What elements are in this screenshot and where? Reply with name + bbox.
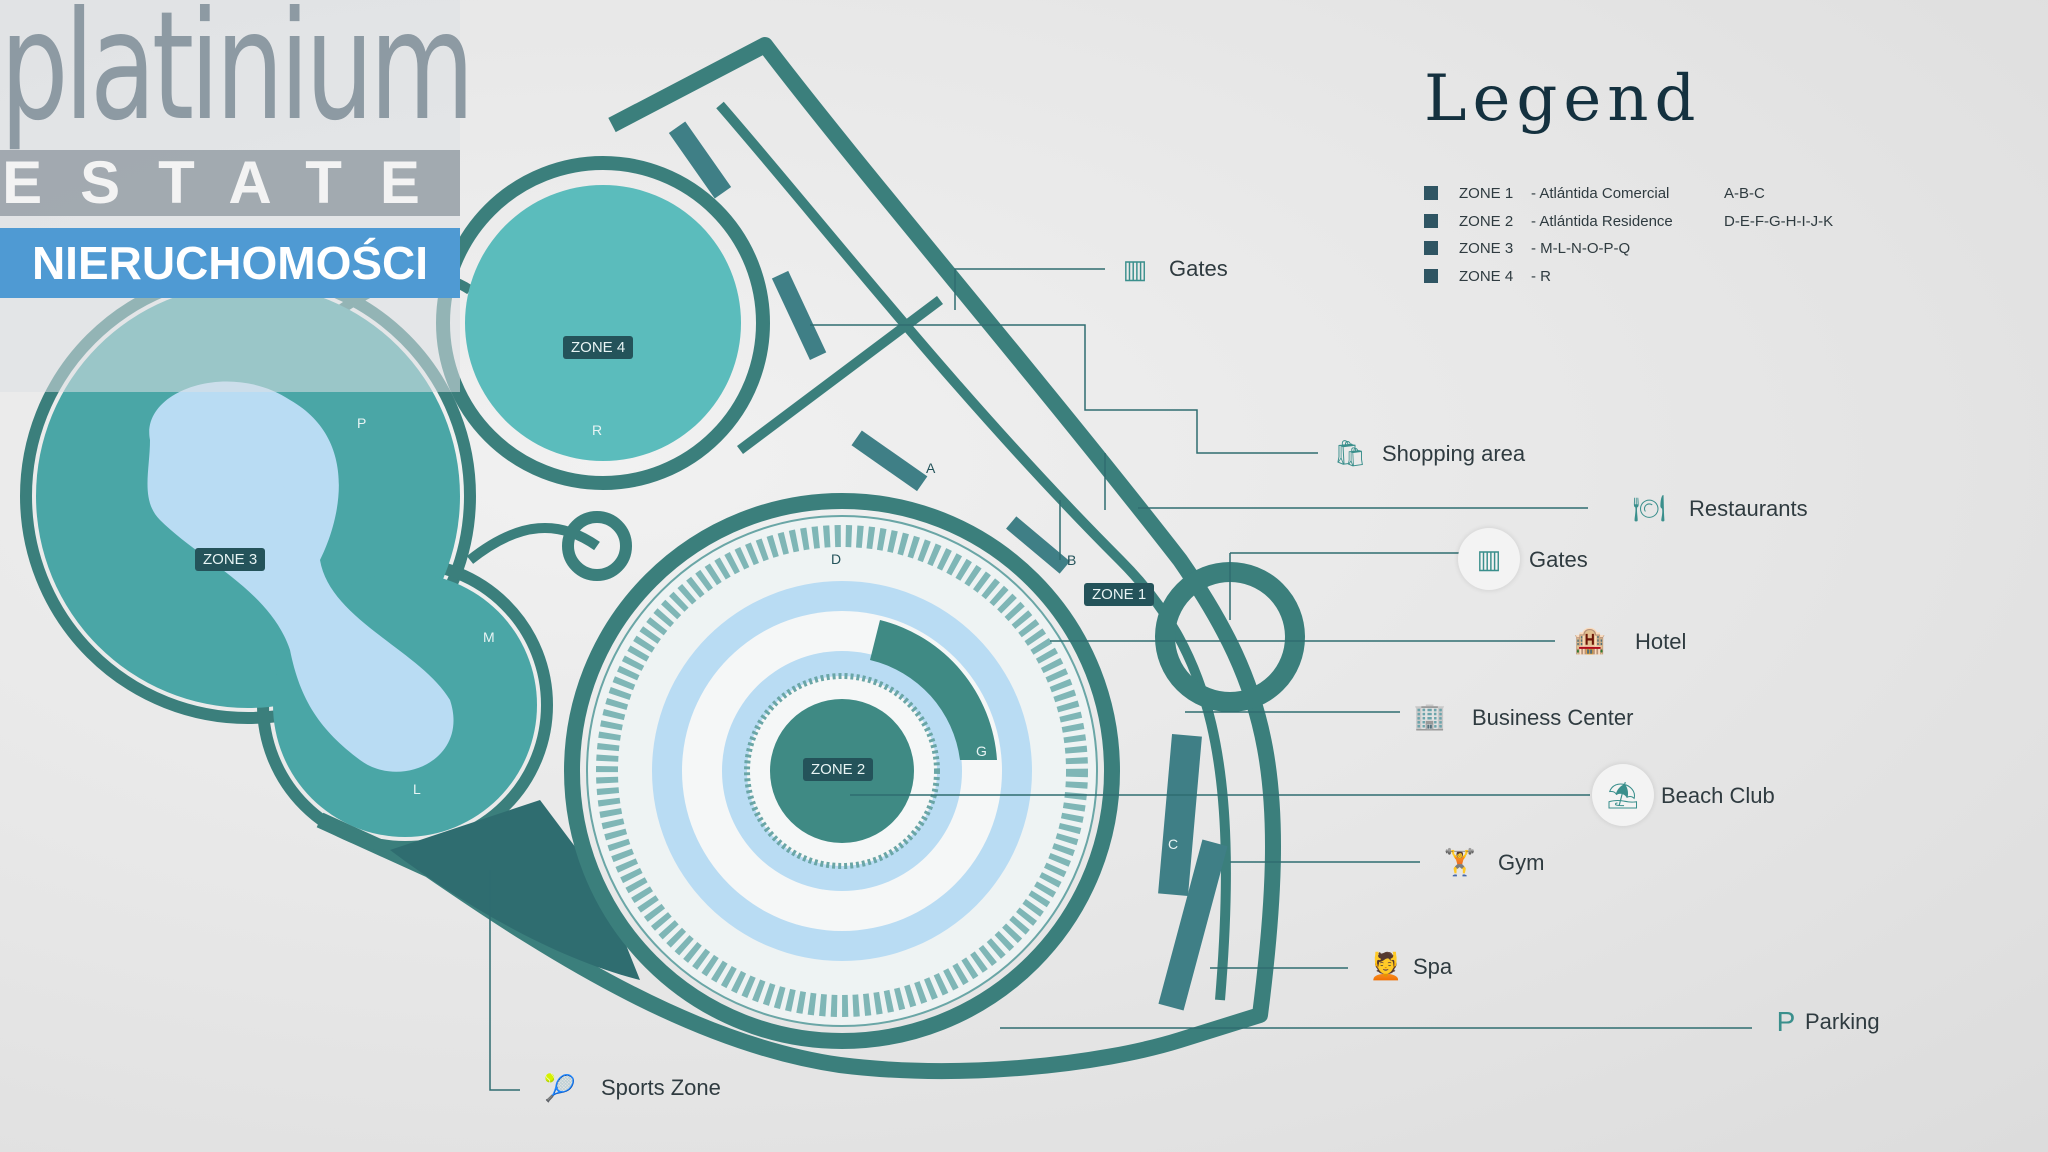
- block-c: C: [1168, 836, 1179, 852]
- shopping-bag-icon: 🛍: [1333, 437, 1367, 468]
- legend-zone: ZONE 3: [1459, 240, 1514, 257]
- zone4-tag: ZONE 4: [563, 336, 634, 359]
- amenity-gym: Gym: [1498, 850, 1545, 875]
- legend-desc: - R: [1531, 268, 1551, 285]
- amenity-business-center: Business Center: [1472, 705, 1634, 730]
- amenity-spa: Spa: [1413, 954, 1453, 979]
- amenity-gates-2: Gates: [1529, 547, 1588, 572]
- dumbbell-icon: 🏋: [1443, 846, 1477, 877]
- beach-umbrella-icon: ⛱: [1592, 764, 1654, 826]
- perimeter-road: [316, 37, 1281, 1079]
- amenity-parking: Parking: [1805, 1009, 1880, 1034]
- roundabout: [562, 511, 632, 581]
- legend-codes: A-B-C: [1724, 185, 1765, 202]
- block-l: L: [413, 781, 421, 797]
- block-g: G: [976, 743, 987, 759]
- zone1-buildings: [668, 121, 1228, 1011]
- legend-codes: D-E-F-G-H-I-J-K: [1724, 213, 1834, 230]
- sports-zone-area: [390, 800, 640, 980]
- legend-swatch: [1424, 214, 1438, 228]
- watermark-brand: platinium: [0, 0, 475, 154]
- zone4-area: [465, 185, 741, 461]
- block-p: P: [357, 415, 367, 431]
- zone2-tag: ZONE 2: [803, 758, 874, 781]
- block-d: D: [831, 551, 842, 567]
- block-r: R: [592, 422, 603, 438]
- legend-swatch: [1424, 186, 1438, 200]
- watermark-nieruchomosci: NIERUCHOMOŚCI: [0, 228, 460, 298]
- legend-desc: - Atlántida Comercial: [1531, 185, 1670, 202]
- legend-title: Legend: [1424, 62, 1702, 136]
- amenity-hotel: Hotel: [1635, 629, 1687, 654]
- amenity-beach-club: Beach Club: [1661, 783, 1775, 808]
- legend-desc: - M-L-N-O-P-Q: [1531, 240, 1631, 257]
- connector-road: [466, 522, 600, 564]
- connector-road: [737, 296, 943, 454]
- legend-zone: ZONE 2: [1459, 213, 1514, 230]
- block-b: B: [1067, 552, 1077, 568]
- watermark-estate: ESTATE: [0, 150, 460, 216]
- amenity-sports-zone: Sports Zone: [601, 1075, 721, 1100]
- legend-swatch: [1424, 269, 1438, 283]
- amenity-shopping: Shopping area: [1382, 441, 1526, 466]
- building-icon: 🏢: [1413, 700, 1447, 731]
- restaurant-icon: 🍽: [1632, 492, 1666, 523]
- legend-zone: ZONE 1: [1459, 185, 1514, 202]
- block-a: A: [926, 460, 936, 476]
- amenity-restaurants: Restaurants: [1689, 496, 1808, 521]
- parking-icon: P: [1776, 1006, 1796, 1037]
- legend-desc: - Atlántida Residence: [1531, 213, 1673, 230]
- amenity-gates: Gates: [1169, 256, 1228, 281]
- spa-icon: 💆: [1369, 950, 1403, 981]
- gate-icon: ▥: [1122, 253, 1148, 284]
- gate-icon: ▥: [1458, 528, 1520, 590]
- block-m: M: [483, 629, 495, 645]
- zone1-tag: ZONE 1: [1084, 583, 1155, 606]
- zone3-lagoon: [147, 381, 454, 772]
- hotel-icon: 🏨: [1573, 624, 1607, 655]
- zone3-tag: ZONE 3: [195, 548, 266, 571]
- leader-lines: [489, 268, 1752, 1091]
- tennis-racket-icon: 🎾: [543, 1072, 577, 1103]
- legend-zone: ZONE 4: [1459, 268, 1514, 285]
- legend-swatch: [1424, 241, 1438, 255]
